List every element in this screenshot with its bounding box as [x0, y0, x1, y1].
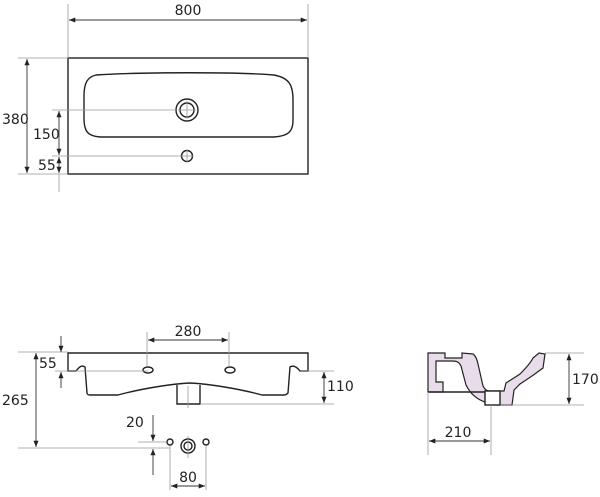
bowl-depth-label: 110 [327, 379, 354, 395]
bowl-outline [83, 72, 294, 138]
top-view: 800 380 150 55 [2, 3, 309, 192]
basin-outline-top [67, 57, 309, 175]
drain-offset-label: 20 [126, 415, 144, 431]
drain-hole-spacing-label: 80 [179, 470, 197, 486]
waste-outlet-section [484, 390, 501, 406]
drain-hole-left-icon [166, 438, 174, 446]
side-height-label: 170 [572, 372, 599, 388]
tap-hole-offset-label: 55 [38, 158, 56, 174]
fixing-hole-right-icon [224, 366, 236, 374]
drain-depth-label: 210 [445, 425, 472, 441]
depth-label: 380 [2, 112, 29, 128]
overall-height-label: 265 [2, 393, 29, 409]
waste-outlet [176, 385, 201, 405]
front-view: 280 55 265 110 20 80 [2, 324, 354, 490]
fixing-hole-spacing-label: 280 [175, 324, 202, 340]
side-view: 170 210 [427, 352, 599, 455]
basin-outline-front [67, 352, 309, 396]
fixing-hole-left-icon [142, 366, 154, 374]
drain-offset-label: 150 [33, 127, 60, 143]
rim-height-label: 55 [39, 356, 57, 372]
drain-hole-right-icon [202, 438, 210, 446]
width-label: 800 [175, 3, 202, 19]
